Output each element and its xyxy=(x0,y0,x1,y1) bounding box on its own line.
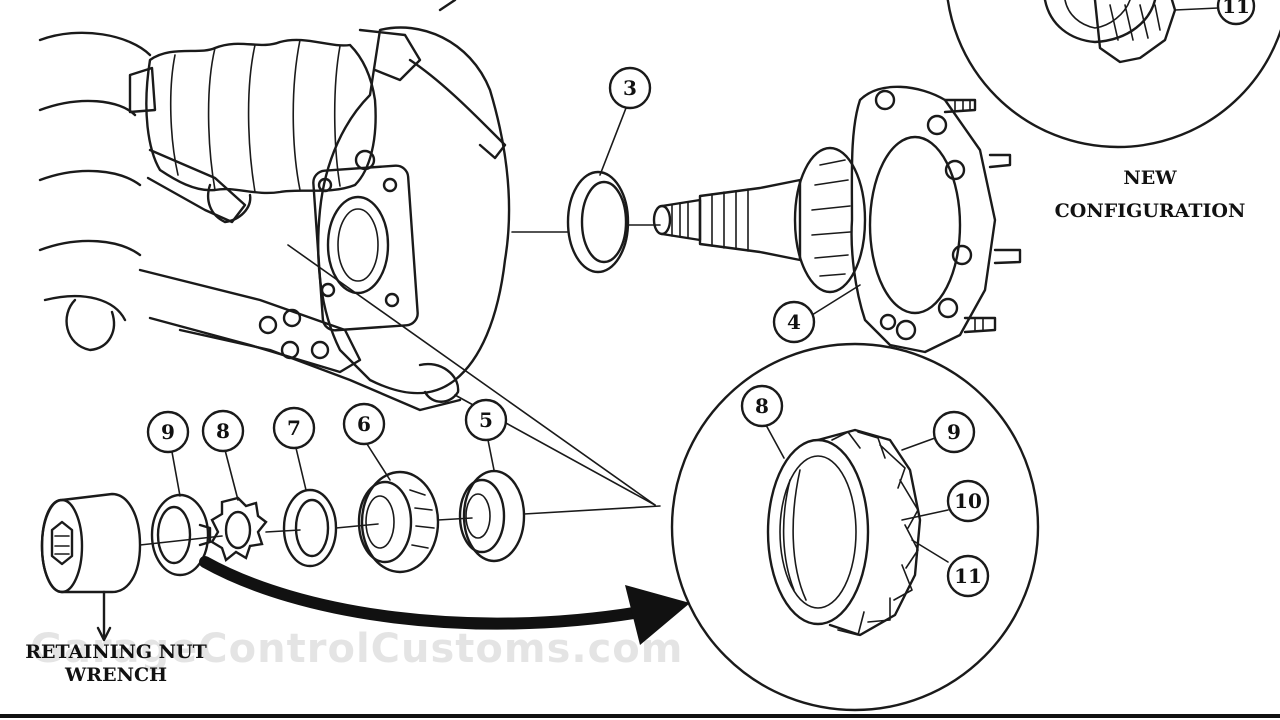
part-6-bearing xyxy=(357,470,440,574)
svg-text:11: 11 xyxy=(954,564,982,588)
callout-leaders xyxy=(171,7,1219,563)
caption-wrench: WRENCH xyxy=(64,664,167,686)
callout-8: 8 xyxy=(201,409,245,453)
callout-7: 7 xyxy=(272,406,316,450)
svg-text:9: 9 xyxy=(161,420,175,444)
svg-text:4: 4 xyxy=(787,310,801,334)
svg-text:8: 8 xyxy=(216,419,230,443)
part-3-seal-ring xyxy=(566,170,661,274)
part-4-hub-spindle xyxy=(652,85,1022,354)
caption-new: NEW xyxy=(1123,167,1177,189)
svg-text:3: 3 xyxy=(623,76,637,100)
steering-knuckle xyxy=(138,0,581,412)
part-7-washer xyxy=(282,488,338,568)
callout-detail-10: 10 xyxy=(946,479,990,523)
svg-text:10: 10 xyxy=(954,489,982,513)
callout-6: 6 xyxy=(342,402,386,446)
svg-text:11: 11 xyxy=(1222,0,1250,18)
callout-9: 9 xyxy=(146,410,190,454)
coil-spring xyxy=(38,31,152,352)
bottom-parts-centerline xyxy=(139,517,473,546)
retaining-nut-wrench xyxy=(40,492,142,642)
callout-4: 4 xyxy=(772,300,816,344)
svg-text:6: 6 xyxy=(357,412,371,436)
cv-axle-assembly xyxy=(128,38,377,224)
svg-text:9: 9 xyxy=(947,420,961,444)
inset-nut-detail xyxy=(287,244,1040,712)
callout-detail-11: 11 xyxy=(946,554,990,598)
watermark: GarageControlCustoms.com xyxy=(30,626,683,672)
callout-inset-11: 11 xyxy=(1216,0,1256,26)
callout-detail-8: 8 xyxy=(740,384,784,428)
caption-configuration: CONFIGURATION xyxy=(1055,200,1246,222)
detail-arrow xyxy=(199,556,690,645)
callout-detail-9: 9 xyxy=(932,410,976,454)
part-5-race xyxy=(458,469,661,563)
callout-5: 5 xyxy=(464,398,508,442)
svg-text:5: 5 xyxy=(479,408,493,432)
part-9-retaining-nut xyxy=(150,493,212,577)
callout-3: 3 xyxy=(608,66,652,110)
caption-retaining-nut: RETAINING NUT xyxy=(25,641,207,663)
svg-text:7: 7 xyxy=(287,416,301,440)
svg-text:8: 8 xyxy=(755,394,769,418)
part-8-lock-washer xyxy=(210,496,268,563)
